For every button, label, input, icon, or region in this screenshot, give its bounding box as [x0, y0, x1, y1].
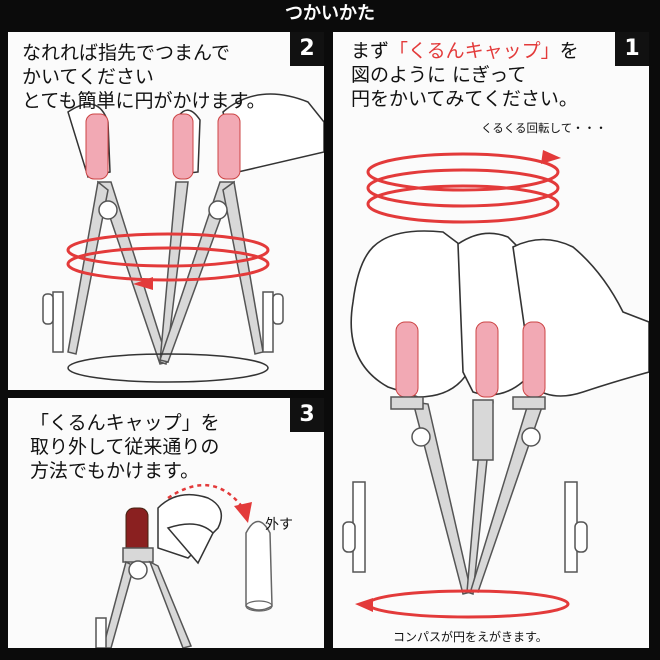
step-2-line-3: とても簡単に円がかけます。: [22, 90, 266, 112]
illustration-remove-cap: [95, 483, 273, 648]
rotation-note: くるくる回転して・・・: [481, 121, 607, 135]
step-3-line-3: 方法でもかけます。: [30, 460, 200, 482]
panel-step-2: 2 なれれば指先でつまんで かいてください とても簡単に円がかけます。: [8, 32, 324, 390]
panel-step-3: 3 「くるんキャップ」を 取り外して従来通りの 方法でもかけます。 外す: [8, 398, 324, 648]
illustration-compass-fingers: [42, 93, 324, 383]
step-2-line-2: かいてください: [22, 66, 154, 88]
page-title: つかいかた: [285, 3, 375, 24]
step-number-badge: 2: [290, 32, 324, 66]
step-2-line-1: なれれば指先でつまんで: [22, 42, 231, 64]
bottom-caption: コンパスが円をえがきます。: [393, 630, 548, 644]
step-1-line-3: 円をかいてみてください。: [351, 88, 578, 110]
illustration-compass-fists: [342, 150, 649, 619]
step-1-line-2: 図のように にぎって: [351, 64, 527, 86]
step-number-badge: 1: [615, 32, 649, 66]
remove-label: 外す: [265, 517, 293, 533]
step-3-line-1: 「くるんキャップ」を: [30, 412, 220, 434]
step-number-badge: 3: [290, 398, 324, 432]
step-3-line-2: 取り外して従来通りの: [30, 436, 220, 458]
cap-name-highlight: 「くるんキャップ」: [389, 40, 560, 62]
step-1-line-1: まず「くるんキャップ」を: [351, 40, 579, 62]
panel-step-1: 1 まず「くるんキャップ」を 図のように にぎって 円をかいてみてください。 く…: [333, 32, 649, 648]
